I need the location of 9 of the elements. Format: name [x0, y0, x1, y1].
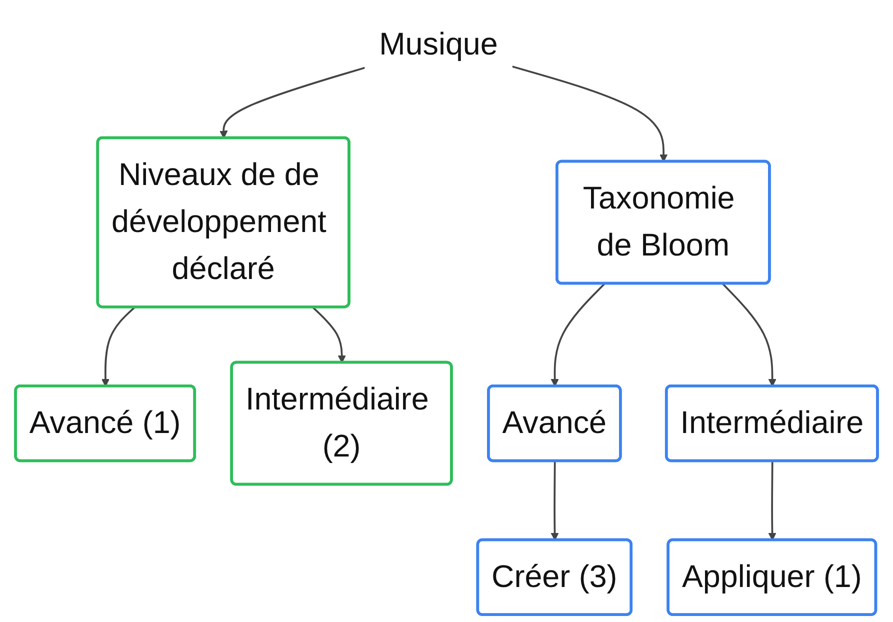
arrow: [312, 306, 346, 364]
arrow: [220, 66, 366, 139]
node-text: Musique: [379, 26, 498, 62]
arrow: [550, 283, 606, 387]
arrow: [768, 461, 776, 541]
arrow: [722, 283, 776, 387]
arrow: [512, 66, 668, 162]
arrow: [550, 461, 559, 541]
arrow: [101, 306, 136, 387]
